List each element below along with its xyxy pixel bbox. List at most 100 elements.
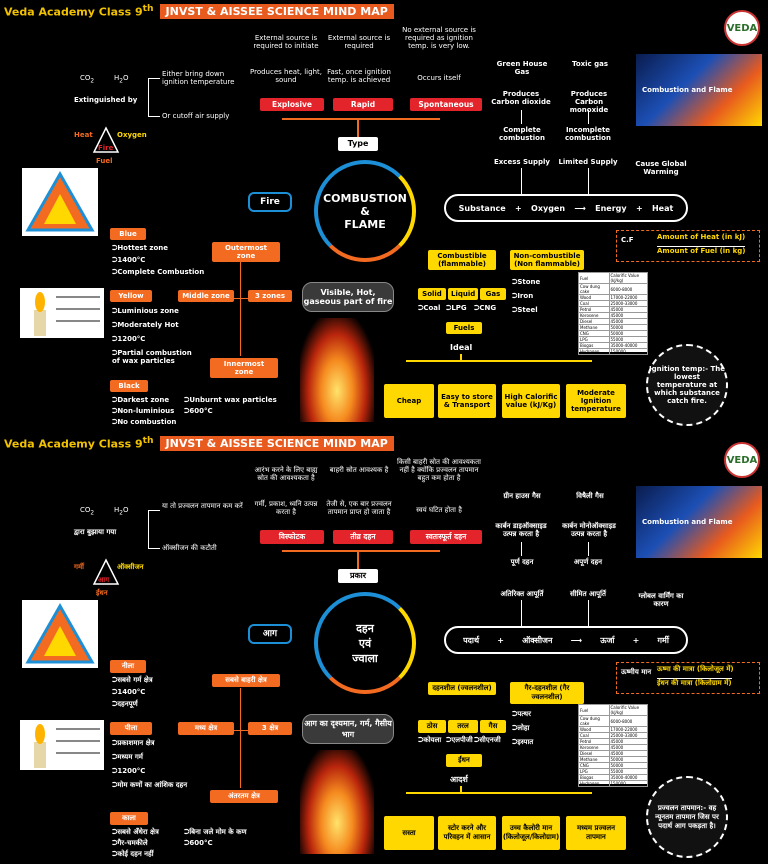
- extinguished-by: Extinguished by: [74, 96, 138, 104]
- yellow-item-3: 1200°C: [112, 767, 145, 775]
- map-title: JNVST & AISSEE SCIENCE MIND MAP: [159, 3, 394, 19]
- fire-node: आग: [248, 624, 292, 644]
- toxic-gas: विषैली गैस: [576, 492, 604, 500]
- cf-denominator: ईंधन की मात्रा (किलोग्राम में): [657, 678, 732, 687]
- table-cell-fuel: Hydrogen: [578, 348, 610, 355]
- explosive-source: आरंभ करने के लिए बाह्य स्रोत की आवश्यकता…: [254, 466, 318, 482]
- lpg-item: एलपीजी: [446, 736, 472, 744]
- solid-node: ठोस: [418, 720, 446, 733]
- center-line-2: &: [360, 204, 370, 218]
- tri-heat-label: गर्मी: [74, 563, 84, 571]
- spontaneous-desc: स्वयं घटित होता है: [416, 506, 462, 514]
- blue-item-1: Hottest zone: [112, 244, 168, 252]
- eq-plus-1: +: [497, 635, 504, 645]
- tri-fuel-label: Fuel: [96, 157, 113, 165]
- cf-symbol: ऊष्मीय मान: [621, 668, 652, 676]
- ignition-temp-note: Ignition temp:- The lowest temperature a…: [646, 344, 728, 426]
- yellow-zone-label: Yellow: [110, 290, 152, 302]
- blue-zone-label: नीला: [110, 660, 146, 673]
- blue-item-2: 1400°C: [112, 256, 145, 264]
- explosive-source: External source is required to initiate: [253, 34, 319, 50]
- type-spontaneous: स्वतःस्फूर्त दहन: [410, 530, 482, 544]
- header-bar: Veda Academy Class 9th JNVST & AISSEE SC…: [4, 2, 394, 20]
- combustion-flame-image: Combustion and Flame: [636, 54, 762, 126]
- tbl-head-value: Calorific Value (kJ/kg): [608, 272, 648, 284]
- blue-zone-label: Blue: [110, 228, 146, 240]
- black-item-3: No combustion: [112, 418, 176, 426]
- type-explosive: विस्फोटक: [260, 530, 324, 544]
- black-item-5: 600°C: [184, 839, 212, 847]
- rapid-desc: तेजी से, एक बार प्रज्वलन तापमान प्राप्त …: [326, 500, 392, 516]
- eq-substance: पदार्थ: [463, 635, 480, 645]
- combustion-flame-image: Combustion and Flame: [636, 486, 762, 558]
- ignition-temp-note: प्रज्वलन तापमान:- वह न्यूनतम तापमान जिस …: [646, 776, 728, 858]
- limited-supply: Limited Supply: [558, 158, 618, 166]
- middle-zone-node: Middle zone: [178, 290, 234, 302]
- produces-co: Produces Carbon monoxide: [570, 90, 609, 114]
- ideal-cheap: सस्ता: [384, 816, 434, 850]
- spontaneous-source: No external source is required as igniti…: [402, 26, 476, 50]
- table-cell-value: 6000-8000: [608, 715, 648, 727]
- ideal-easy-store: स्टोर करने और परिवहन में आसान: [438, 816, 496, 850]
- fire-triangle-icon: [92, 558, 120, 585]
- explosive-desc: गर्मी, प्रकाश, ध्वनि उत्पन्न करता है: [254, 500, 318, 516]
- blue-item-3: दहनपूर्ण: [112, 700, 137, 708]
- eq-plus-2: +: [632, 635, 640, 645]
- candle-flame-image: [20, 720, 104, 770]
- extinguish-option-1: Either bring down ignition temperature: [162, 70, 235, 86]
- stone-item: पत्थर: [512, 710, 531, 718]
- tbl-head-value: Calorific Value (kJ/kg): [608, 704, 648, 716]
- global-warming: ग्लोबल वार्मिंग का कारण: [638, 592, 684, 608]
- outermost-zone-node: Outermost zone: [212, 242, 280, 262]
- table-cell-value: 150000: [608, 348, 648, 355]
- type-explosive: Explosive: [260, 98, 324, 111]
- table-cell-fuel: Cow dung cake: [578, 715, 610, 727]
- rapid-source: External source is required: [327, 34, 391, 50]
- blue-item-2: 1400°C: [112, 688, 145, 696]
- incomplete-combustion: Incomplete combustion: [565, 126, 611, 142]
- coal-item: Coal: [418, 304, 440, 312]
- fire-triangle-image: [22, 600, 98, 668]
- cf-denominator: Amount of Fuel (in kg): [657, 246, 746, 255]
- h2o-label: H2O: [114, 506, 129, 517]
- eq-plus-1: +: [515, 203, 522, 213]
- produces-co2: कार्बन डाइऑक्साइड उत्पन्न करता है: [495, 522, 547, 538]
- eq-arrow: ⟶: [574, 203, 586, 213]
- center-line-1: दहन: [356, 621, 374, 635]
- combustible-node: दहनशील (ज्वलनशील): [428, 682, 496, 695]
- veda-logo: VEDA: [724, 10, 760, 46]
- yellow-item-4: Partial combustion of wax particles: [112, 349, 196, 365]
- type-node: प्रकार: [338, 569, 378, 583]
- excess-supply: अतिरिक्त आपूर्ति: [500, 590, 544, 598]
- solid-node: Solid: [418, 288, 446, 300]
- center-line-3: FLAME: [344, 217, 386, 231]
- blue-item-3: Complete Combustion: [112, 268, 204, 276]
- center-circle: COMBUSTION & FLAME: [314, 160, 416, 262]
- co2-label: CO2: [80, 74, 95, 85]
- table-cell-fuel: Cow dung cake: [578, 283, 610, 295]
- hindi-mind-map: Veda Academy Class 9th JNVST & AISSEE SC…: [0, 432, 768, 864]
- yellow-item-4: मोम कणों का आंशिक दहन: [112, 781, 196, 789]
- rapid-source: बाहरी स्रोत आवश्यक है: [329, 466, 389, 474]
- stone-item: Stone: [512, 278, 540, 286]
- center-circle: दहन एवं ज्वाला: [314, 592, 416, 694]
- type-rapid: Rapid: [333, 98, 393, 111]
- extinguished-by: द्वारा बुझाया गया: [74, 528, 117, 536]
- ideal-easy-store: Easy to store & Transport: [438, 384, 496, 418]
- combustible-node: Combustible (flammable): [428, 250, 496, 270]
- yellow-item-1: प्रकाशमान क्षेत्र: [112, 739, 154, 747]
- black-item-5: 600°C: [184, 407, 212, 415]
- liquid-node: Liquid: [448, 288, 478, 300]
- tri-oxygen-label: ऑक्सीजन: [117, 563, 144, 571]
- tri-fire-label: Fire: [98, 144, 114, 152]
- image-caption: Combustion and Flame: [642, 518, 733, 526]
- fire-triangle-image: [22, 168, 98, 236]
- eq-energy: ऊर्जा: [600, 635, 615, 645]
- eq-substance: Substance: [458, 203, 506, 213]
- noncombustible-node: गैर-दहनशील (गैर ज्वलनशील): [510, 682, 584, 704]
